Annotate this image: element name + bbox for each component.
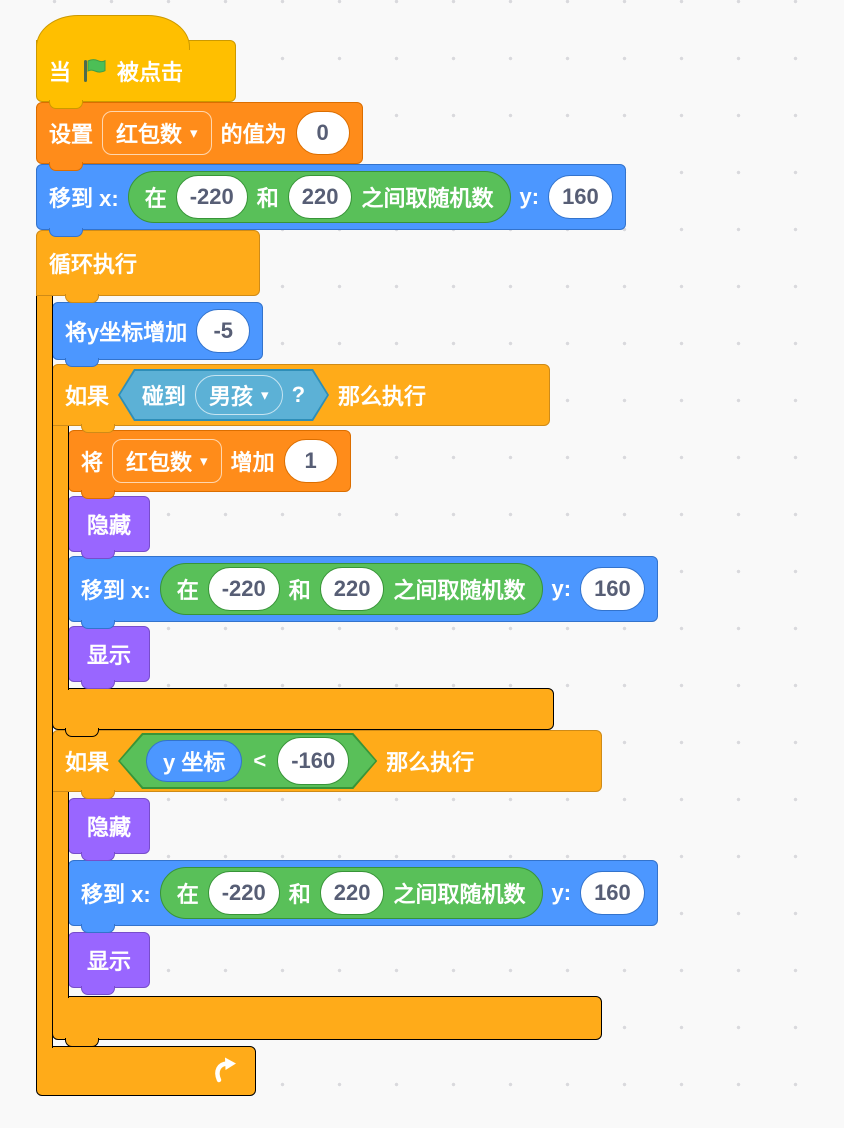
- if-touching-block-arm[interactable]: [52, 424, 69, 690]
- show-label: 显示: [87, 949, 132, 974]
- set-variable-block[interactable]: 设置 红包数 ▾ 的值为 0: [36, 102, 363, 171]
- random-min-input[interactable]: -220: [207, 567, 280, 611]
- y-input[interactable]: 160: [580, 871, 645, 915]
- if-label: 如果: [65, 384, 110, 409]
- pick-random-reporter[interactable]: 在 -220 和 220 之间取随机数: [127, 171, 511, 223]
- by-label: 增加: [230, 450, 275, 475]
- change-y-block[interactable]: 将y坐标增加 -5: [52, 302, 264, 367]
- forever-block-header[interactable]: 循环执行: [36, 230, 260, 303]
- dropdown-arrow-icon: ▾: [200, 452, 208, 470]
- then-label: 那么执行: [338, 384, 427, 409]
- if-label: 如果: [65, 750, 110, 775]
- between-label: 在: [176, 578, 199, 603]
- pick-label: 之间取随机数: [393, 578, 526, 603]
- touching-target-dropdown[interactable]: 男孩 ▾: [195, 375, 283, 415]
- and-label: 和: [256, 186, 279, 211]
- and-label: 和: [288, 882, 311, 907]
- touching-target: 男孩: [209, 384, 254, 409]
- show-block[interactable]: 显示: [68, 932, 151, 995]
- change-y-input[interactable]: -5: [196, 309, 251, 353]
- pick-label: 之间取随机数: [361, 186, 494, 211]
- y-position-reporter[interactable]: y 坐标: [146, 740, 242, 782]
- goto-xy-block[interactable]: 移到 x: 在 -220 和 220 之间取随机数 y: 160: [68, 556, 658, 629]
- goto-xy-block[interactable]: 移到 x: 在 -220 和 220 之间取随机数 y: 160: [36, 164, 626, 237]
- forever-block-bottom[interactable]: [36, 1046, 256, 1096]
- when-flag-clicked-block[interactable]: 当 被点击: [36, 15, 236, 109]
- if-touching-block-header[interactable]: 如果 碰到 男孩 ▾ ? 那么执行: [52, 364, 550, 433]
- variable-dropdown[interactable]: 红包数 ▾: [112, 439, 222, 483]
- hide-label: 隐藏: [87, 513, 132, 538]
- hide-label: 隐藏: [87, 815, 132, 840]
- when-label: 当: [49, 60, 72, 85]
- less-than-condition[interactable]: y 坐标 < -160: [118, 733, 377, 789]
- random-min-input[interactable]: -220: [175, 175, 248, 219]
- question-label: ?: [291, 382, 306, 407]
- random-max-input[interactable]: 220: [319, 871, 385, 915]
- show-block[interactable]: 显示: [68, 626, 151, 689]
- and-label: 和: [288, 578, 311, 603]
- pick-random-reporter[interactable]: 在 -220 和 220 之间取随机数: [159, 867, 543, 919]
- clicked-label: 被点击: [117, 60, 184, 85]
- goto-xy-block[interactable]: 移到 x: 在 -220 和 220 之间取随机数 y: 160: [68, 860, 658, 933]
- pick-label: 之间取随机数: [393, 882, 526, 907]
- to-label: 的值为: [220, 122, 287, 147]
- goto-x-label: 移到 x:: [81, 882, 151, 907]
- hide-block[interactable]: 隐藏: [68, 496, 151, 559]
- between-label: 在: [144, 186, 167, 211]
- less-than-operator: <: [253, 748, 267, 773]
- goto-x-label: 移到 x:: [81, 578, 151, 603]
- touching-condition[interactable]: 碰到 男孩 ▾ ?: [118, 369, 329, 421]
- green-flag-icon: [80, 57, 108, 85]
- variable-dropdown[interactable]: 红包数 ▾: [102, 111, 212, 155]
- change-label: 将: [81, 450, 104, 475]
- change-y-label: 将y坐标增加: [65, 320, 188, 345]
- change-amount-input[interactable]: 1: [283, 439, 338, 483]
- compare-value-input[interactable]: -160: [277, 737, 349, 785]
- if-touching-block-bottom[interactable]: [52, 688, 554, 737]
- y-label: y:: [519, 184, 540, 209]
- pick-random-reporter[interactable]: 在 -220 和 220 之间取随机数: [159, 563, 543, 615]
- random-min-input[interactable]: -220: [207, 871, 280, 915]
- goto-x-label: 移到 x:: [49, 186, 119, 211]
- if-y-less-block-bottom[interactable]: [52, 996, 602, 1047]
- dropdown-arrow-icon: ▾: [190, 124, 198, 142]
- loop-arrow-icon: [211, 1056, 241, 1086]
- variable-name: 红包数: [126, 450, 193, 475]
- y-input[interactable]: 160: [580, 567, 645, 611]
- y-label: y:: [551, 880, 572, 905]
- value-input[interactable]: 0: [295, 111, 350, 155]
- hide-block[interactable]: 隐藏: [68, 798, 151, 861]
- forever-block-arm[interactable]: [36, 294, 53, 1048]
- if-y-less-block-header[interactable]: 如果 y 坐标 < -160 那么执行: [52, 730, 602, 799]
- y-input[interactable]: 160: [548, 175, 613, 219]
- change-variable-block[interactable]: 将 红包数 ▾ 增加 1: [68, 430, 351, 499]
- random-max-input[interactable]: 220: [287, 175, 353, 219]
- forever-label: 循环执行: [49, 252, 138, 277]
- touching-label: 碰到: [142, 384, 187, 409]
- set-label: 设置: [49, 122, 94, 147]
- variable-name: 红包数: [116, 122, 183, 147]
- dropdown-arrow-icon: ▾: [261, 386, 269, 404]
- random-max-input[interactable]: 220: [319, 567, 385, 611]
- if-y-less-block-arm[interactable]: [52, 790, 69, 998]
- between-label: 在: [176, 882, 199, 907]
- then-label: 那么执行: [386, 750, 475, 775]
- show-label: 显示: [87, 643, 132, 668]
- y-label: y:: [551, 576, 572, 601]
